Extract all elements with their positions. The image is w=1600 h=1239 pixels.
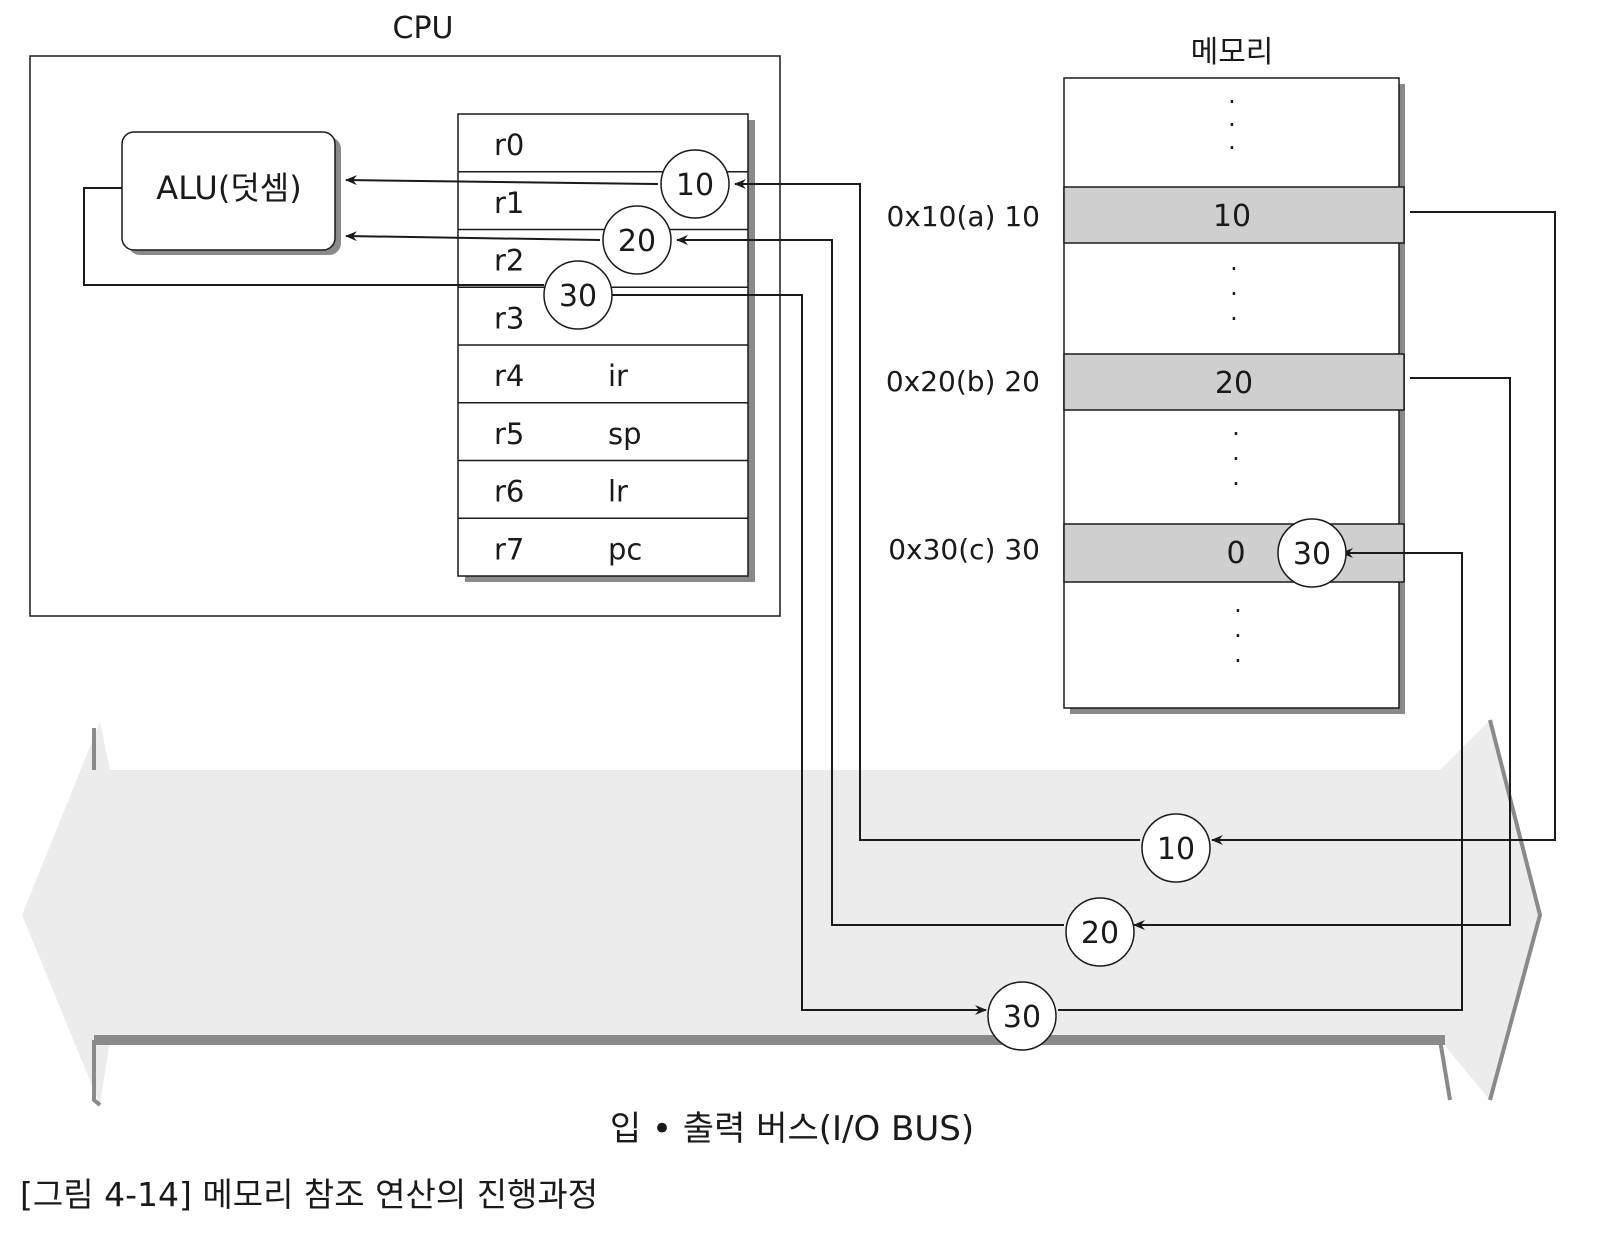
memory-result-circle-c: 30 xyxy=(1277,518,1347,588)
flow-load-b-to-bus xyxy=(1133,377,1511,930)
value-circle xyxy=(1141,813,1211,883)
register-name-r3: r3 xyxy=(494,301,524,335)
register-value-circle-r1: 10 xyxy=(660,149,730,219)
memory-ellipsis: · xyxy=(1228,111,1236,139)
register-name-r5: r5 xyxy=(494,417,524,451)
memory-value-a: 10 xyxy=(1213,199,1251,234)
flow-bus-b-to-r2 xyxy=(676,235,1064,926)
flow-r3-to-bus xyxy=(612,294,987,1015)
register-alias-sp: sp xyxy=(608,417,642,451)
data-flow-lines xyxy=(83,175,1556,1015)
memory-cell-b xyxy=(1063,353,1405,411)
io-bus xyxy=(22,719,1543,1107)
register-name-r2: r2 xyxy=(494,244,524,278)
flow-r2-to-alu xyxy=(345,231,601,242)
register-value-circle-r2: 20 xyxy=(602,205,672,275)
value-circle xyxy=(987,981,1057,1051)
memory-ellipsis: · xyxy=(1234,647,1242,675)
value-circle-text: 30 xyxy=(1293,537,1331,572)
register-name-r1: r1 xyxy=(494,186,524,220)
value-circle-text: 30 xyxy=(1003,1000,1041,1035)
register-value-circle-r3: 30 xyxy=(543,260,613,330)
register-name-r6: r6 xyxy=(494,475,524,509)
value-circle-text: 30 xyxy=(559,279,597,314)
cpu-title: CPU xyxy=(393,11,454,46)
memory-ellipsis: · xyxy=(1232,445,1240,473)
value-circles: 10 20 30 30 10 20 30 xyxy=(543,149,1347,1051)
value-circle xyxy=(543,260,613,330)
bus-value-circle-20: 20 xyxy=(1065,897,1135,967)
value-circle xyxy=(1065,897,1135,967)
figure-caption: [그림 4-14] 메모리 참조 연산의 진행과정 xyxy=(20,1175,599,1214)
memory-ellipsis: · xyxy=(1230,305,1238,333)
address-label-b: 0x20(b) 20 xyxy=(886,365,1040,398)
memory-title: 메모리 xyxy=(1191,35,1274,70)
bus-label: 입 • 출력 버스(I/O BUS) xyxy=(610,1109,974,1149)
value-circle-text: 10 xyxy=(676,168,714,203)
alu-box: ALU(덧셈) xyxy=(121,131,341,255)
register-name-r0: r0 xyxy=(494,128,524,162)
memory-box: 메모리 · · · · · · · · · · · · 10 20 0 0x10… xyxy=(886,35,1405,714)
address-label-c: 0x30(c) 30 xyxy=(888,533,1040,566)
alu-label: ALU(덧셈) xyxy=(156,169,301,207)
value-circle xyxy=(602,205,672,275)
memory-ellipsis: · xyxy=(1234,622,1242,650)
memory-ellipsis: · xyxy=(1234,597,1242,625)
register-alias-lr: lr xyxy=(608,475,628,509)
memory-ellipsis: · xyxy=(1232,420,1240,448)
register-name-r4: r4 xyxy=(494,359,524,393)
value-circle xyxy=(660,149,730,219)
register-name-r7: r7 xyxy=(494,532,524,566)
register-alias-ir: ir xyxy=(608,359,628,393)
bus-value-circle-30: 30 xyxy=(987,981,1057,1051)
value-circle-text: 20 xyxy=(1081,916,1119,951)
value-circle xyxy=(1277,518,1347,588)
value-circle-text: 20 xyxy=(618,224,656,259)
bus-value-circle-10: 10 xyxy=(1141,813,1211,883)
memory-cell-a xyxy=(1063,186,1405,244)
flow-alu-to-r3 xyxy=(83,187,544,286)
memory-ellipsis: · xyxy=(1232,470,1240,498)
memory-ellipsis: · xyxy=(1228,88,1236,116)
memory-ellipsis: · xyxy=(1230,280,1238,308)
memory-value-b: 20 xyxy=(1215,366,1253,401)
flow-bus-a-to-r1 xyxy=(734,179,1140,841)
memory-ellipsis: · xyxy=(1230,255,1238,283)
register-alias-pc: pc xyxy=(608,532,642,566)
flow-r1-to-alu xyxy=(345,175,659,186)
memory-value-c: 0 xyxy=(1226,536,1245,571)
memory-ellipsis: · xyxy=(1228,134,1236,162)
value-circle-text: 10 xyxy=(1157,832,1195,867)
address-label-a: 0x10(a) 10 xyxy=(886,200,1040,233)
flow-load-a-to-bus xyxy=(1211,211,1556,845)
flow-bus-to-memory-c xyxy=(1058,548,1463,1011)
